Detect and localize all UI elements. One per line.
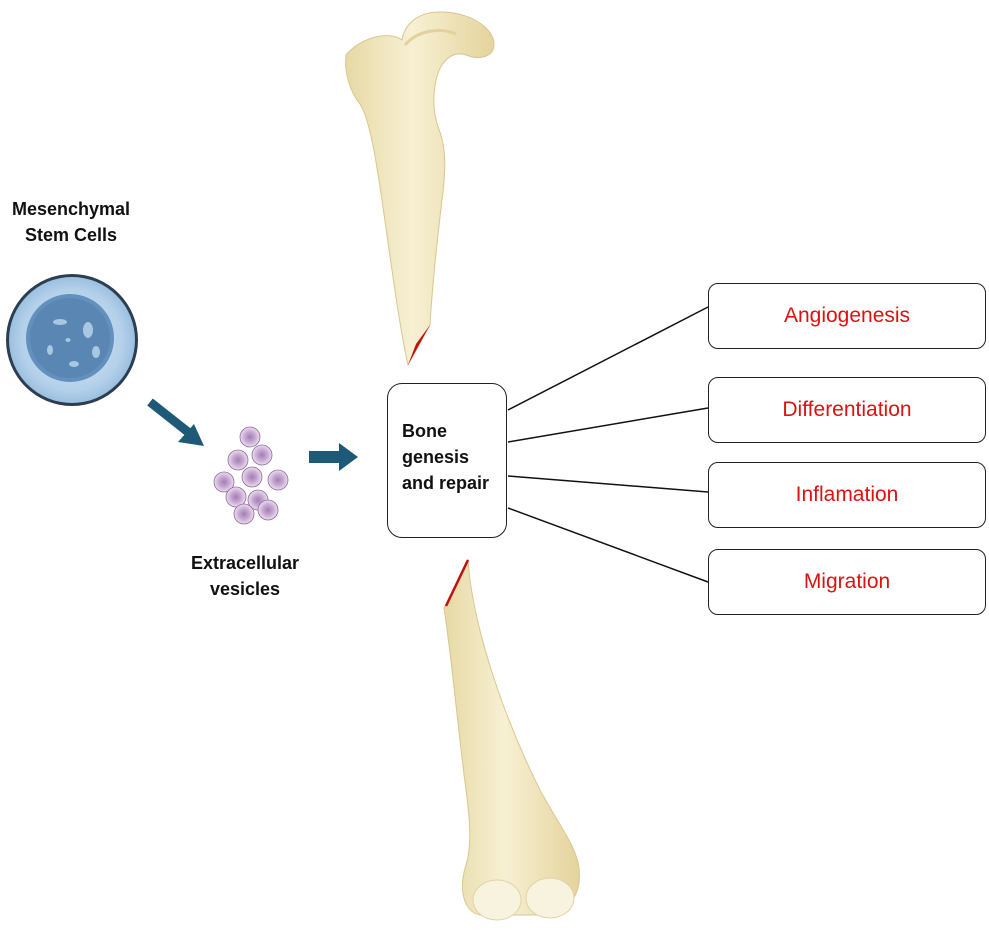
stem-cells-label-line1: Mesenchymal bbox=[11, 199, 131, 219]
outcome-differentiation: Differentiation bbox=[708, 377, 986, 443]
outcome-migration-label: Migration bbox=[803, 570, 891, 593]
femur-lower-icon bbox=[443, 558, 580, 921]
outcome-migration: Migration bbox=[708, 549, 986, 615]
ev-label-line1: Extracellular bbox=[190, 553, 300, 573]
outcome-inflamation-label: Inflamation bbox=[795, 483, 899, 506]
stem-cell-icon bbox=[6, 274, 138, 406]
stem-cells-label-line2: Stem Cells bbox=[24, 225, 118, 245]
connector-differentiation bbox=[507, 407, 709, 443]
connector-migration bbox=[507, 507, 709, 583]
ev-label-line2: vesicles bbox=[209, 579, 281, 599]
outcome-differentiation-label: Differentiation bbox=[782, 398, 912, 421]
stem-cells-label: Mesenchymal Stem Cells bbox=[0, 196, 142, 248]
outcome-inflamation: Inflamation bbox=[708, 462, 986, 528]
vesicle-cluster-icon bbox=[213, 426, 289, 525]
connector-angiogenesis bbox=[507, 306, 709, 411]
outcome-angiogenesis-label: Angiogenesis bbox=[783, 304, 911, 327]
bone-repair-line1: Bone bbox=[402, 421, 447, 441]
bone-repair-line3: and repair bbox=[402, 473, 490, 493]
bone-repair-line2: genesis bbox=[402, 447, 470, 467]
bone-repair-box: Bone genesis and repair bbox=[387, 383, 507, 538]
bone-repair-text: Bone genesis and repair bbox=[402, 418, 489, 496]
outcome-angiogenesis: Angiogenesis bbox=[708, 283, 986, 349]
femur-upper-icon bbox=[345, 11, 495, 367]
connector-lines bbox=[507, 306, 709, 583]
arrow-icon bbox=[147, 398, 204, 446]
extracellular-vesicles-label: Extracellular vesicles bbox=[180, 550, 310, 602]
connector-inflamation bbox=[507, 475, 709, 493]
arrow-icon bbox=[309, 443, 358, 471]
